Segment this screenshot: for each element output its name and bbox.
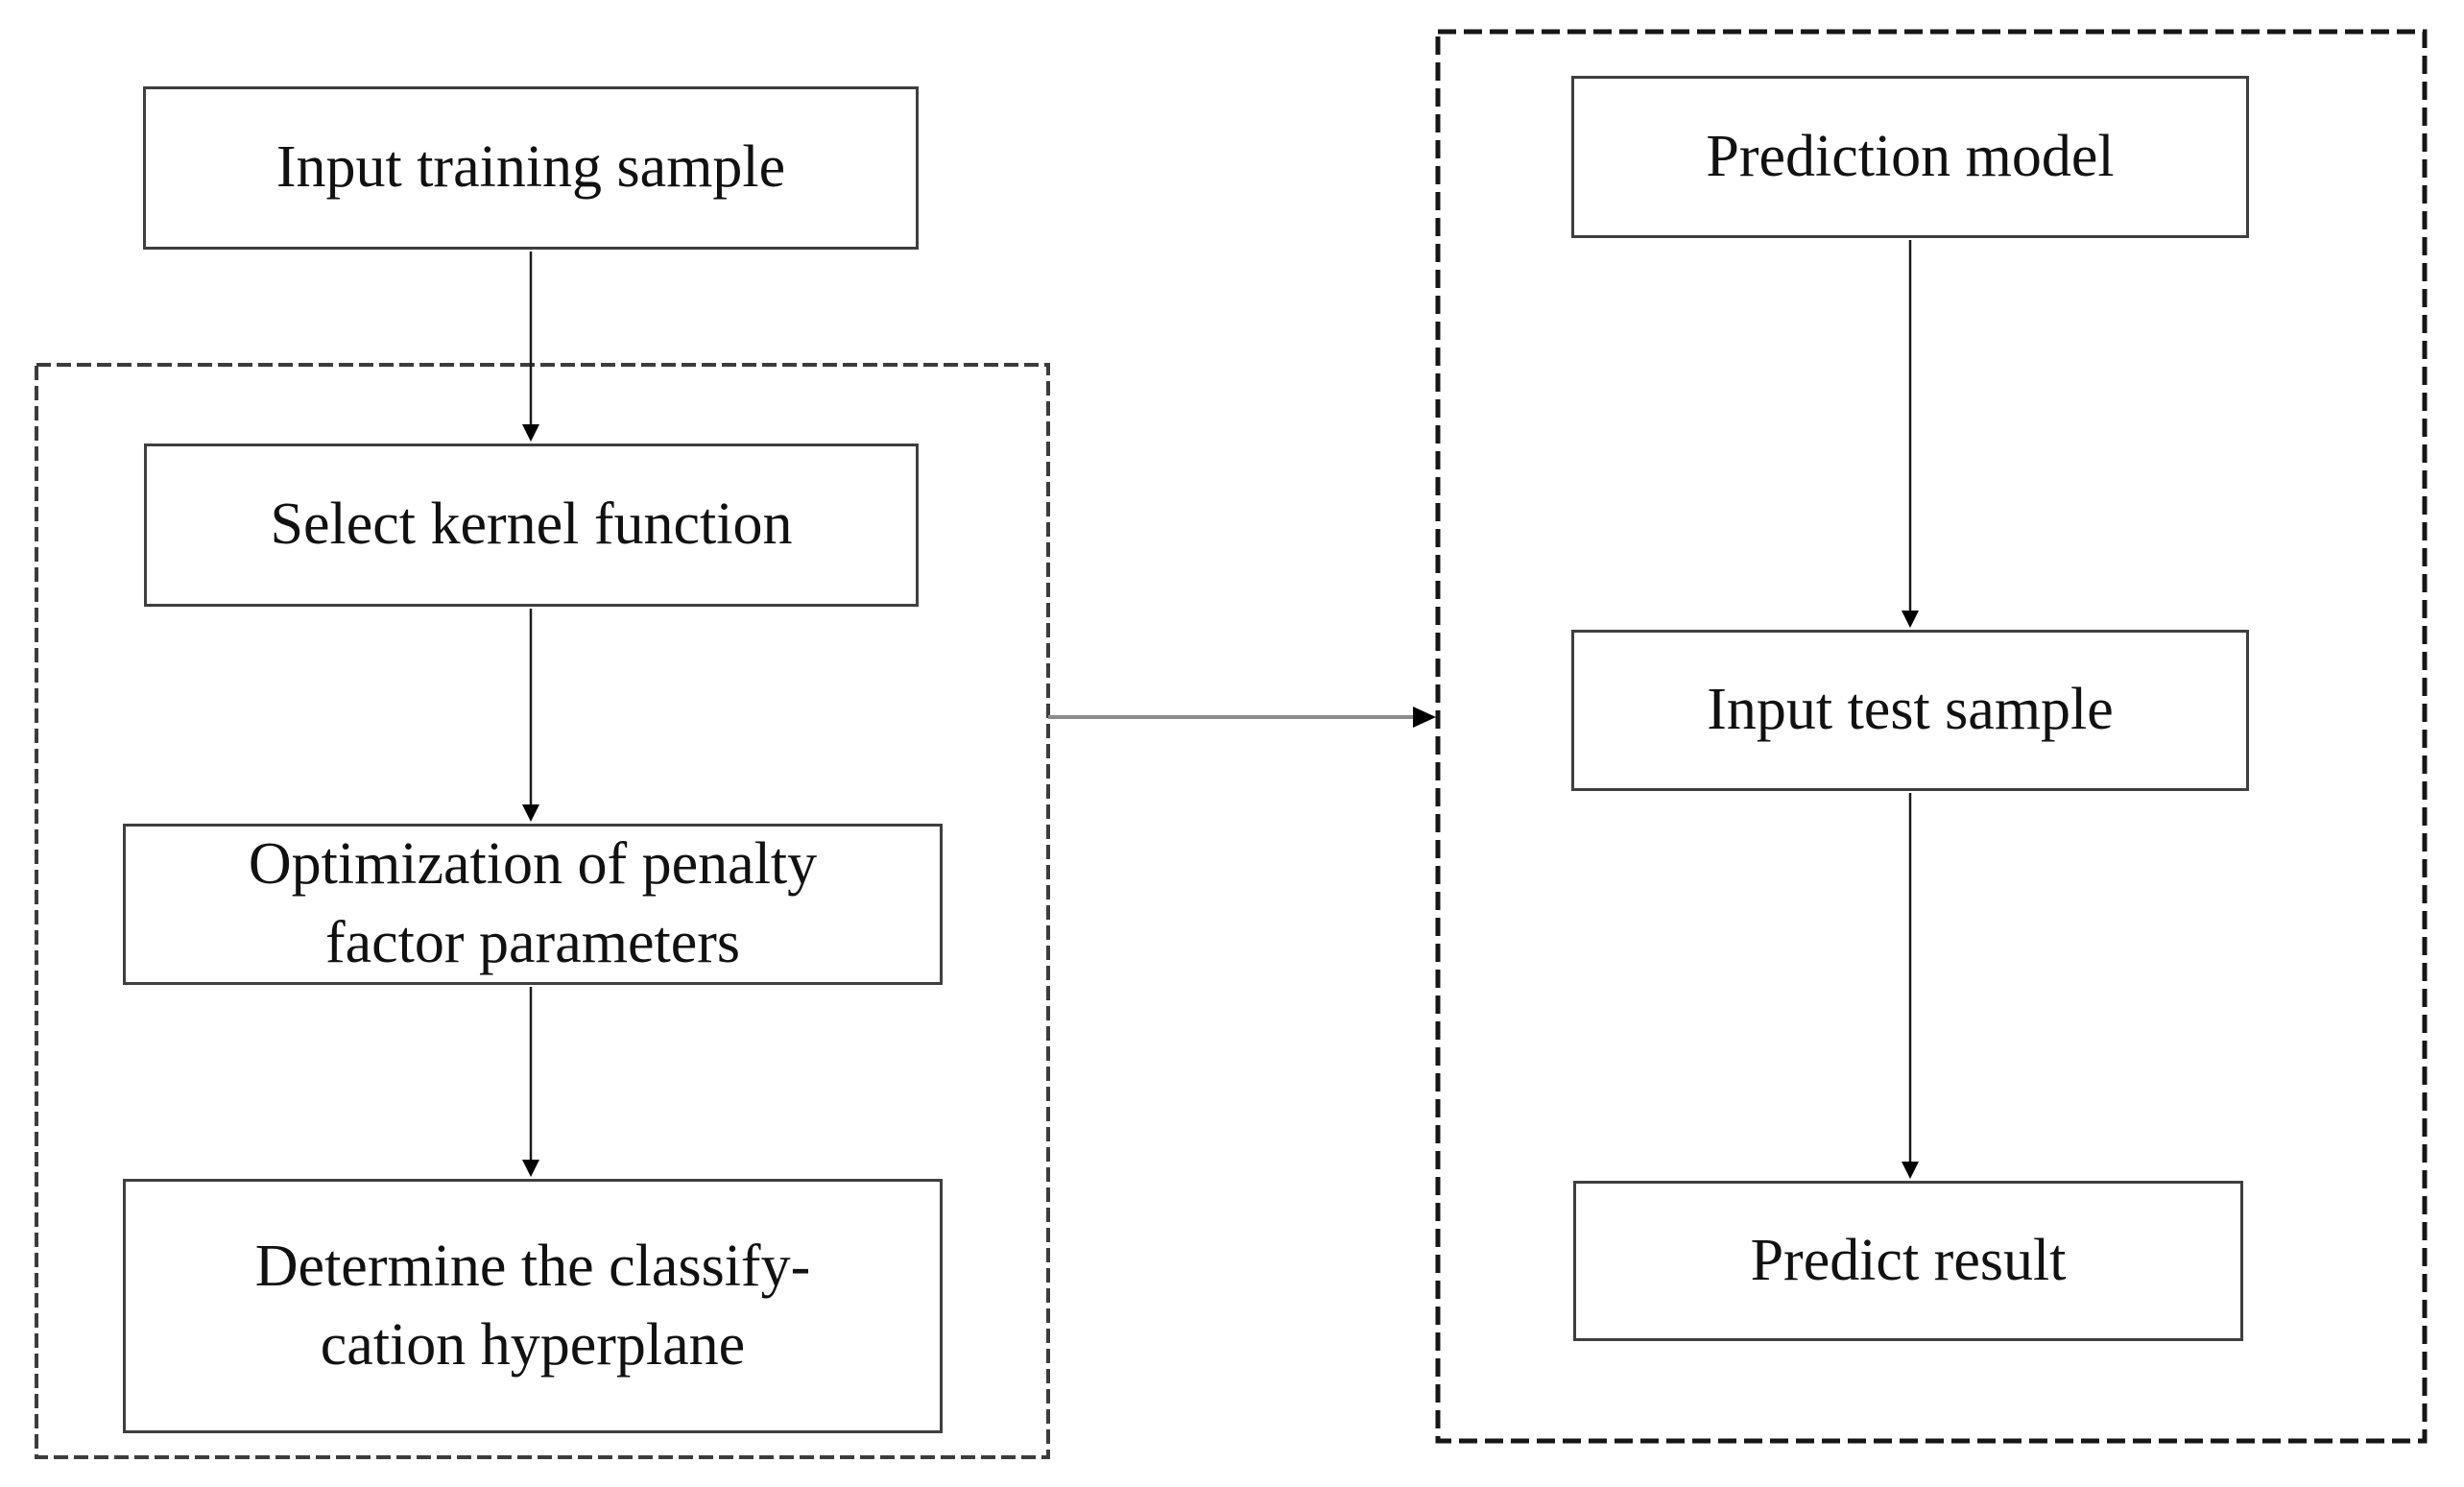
arrow-test-to-result-head: [1902, 1162, 1919, 1179]
flow-box-label-line2: cation hyperplane: [320, 1311, 746, 1378]
flow-box-prediction-model: Prediction model: [1571, 76, 2249, 238]
flow-box-predict-result: Predict result: [1573, 1181, 2243, 1341]
flow-box-label: Prediction model: [1706, 123, 2115, 189]
flow-box-select-kernel-function: Select kernel function: [144, 444, 919, 607]
arrow-model-to-test-head: [1902, 611, 1919, 628]
flow-box-determine-classification-hyperplane: Determine the classify- cation hyperplan…: [123, 1179, 943, 1433]
flow-box-label-line2: factor parameters: [324, 910, 740, 975]
flow-box-label: Select kernel function: [270, 492, 793, 558]
arrow-training-to-kernel-head: [522, 424, 539, 442]
arrow-training-to-prediction-head: [1413, 707, 1436, 728]
prediction-dashed-container: [1435, 29, 2428, 1444]
training-dashed-container: [35, 363, 1050, 1459]
flow-box-label: Predict result: [1750, 1227, 2067, 1293]
flow-box-input-test-sample: Input test sample: [1571, 630, 2249, 791]
arrow-kernel-to-penalty-head: [522, 804, 539, 822]
flow-box-label-line1: Optimization of penalty: [248, 831, 818, 898]
flow-box-label-line1: Determine the classify-: [254, 1233, 811, 1299]
flow-box-input-training-sample: Input training sample: [143, 86, 919, 250]
flow-box-optimization-penalty-factor: Optimization of penalty factor parameter…: [123, 824, 943, 985]
arrow-penalty-to-hyperplane-head: [522, 1160, 539, 1177]
flow-box-label: Input test sample: [1707, 677, 2114, 743]
flow-box-label: Input training sample: [275, 134, 786, 201]
